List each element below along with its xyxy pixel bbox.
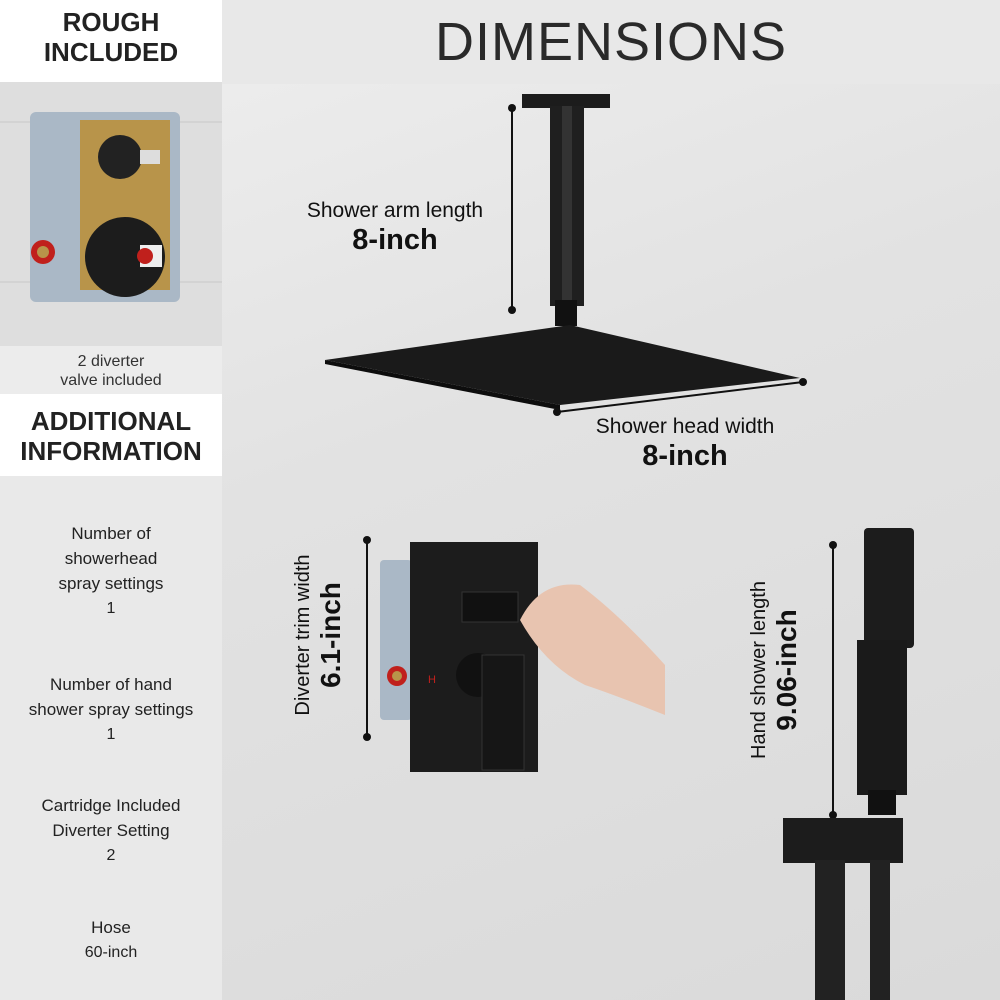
dimension-label: Shower head width <box>595 415 775 438</box>
svg-text:H: H <box>428 674 436 686</box>
heading-line: ADDITIONAL <box>30 406 192 436</box>
page-title: DIMENSIONS <box>222 0 1000 84</box>
caption-line: 2 diverter <box>77 353 145 370</box>
spec-label: Number of hand <box>50 675 172 694</box>
rough-valve-image <box>0 82 222 346</box>
spec-value: 60-inch <box>84 944 138 961</box>
heading-line: INCLUDED <box>43 37 179 67</box>
dimension-value: 9.06-inch <box>771 609 802 731</box>
dimension-value: 6.1-inch <box>315 582 346 688</box>
spec-hose: Hose 60-inch <box>0 915 222 965</box>
spec-label: Cartridge Included <box>41 796 181 815</box>
caption-line: valve included <box>60 372 162 389</box>
info-sidebar: ROUGH INCLUDED 2 diverter valve included… <box>0 0 222 1000</box>
dimension-label: Shower arm length <box>306 199 484 222</box>
heading-line: INFORMATION <box>20 436 202 466</box>
spec-label: showerhead <box>64 549 158 568</box>
spec-showerhead-spray: Number of showerhead spray settings 1 <box>0 521 222 621</box>
heading-line: ROUGH <box>62 7 160 37</box>
spec-label: Diverter Setting <box>52 821 170 840</box>
spec-value: 2 <box>106 847 116 864</box>
spec-label: spray settings <box>58 574 164 593</box>
head-width-label: Shower head width 8-inch <box>570 414 800 472</box>
spec-hand-spray: Number of hand shower spray settings 1 <box>0 672 222 747</box>
dimension-label: Diverter trim width <box>292 554 314 716</box>
spec-label: Hose <box>91 918 131 937</box>
spec-label: shower spray settings <box>28 700 194 719</box>
spec-value: 1 <box>106 600 116 617</box>
spec-value: 1 <box>106 726 116 743</box>
dimension-value: 8-inch <box>352 224 438 256</box>
arm-length-label: Shower arm length 8-inch <box>280 198 510 256</box>
rough-included-heading: ROUGH INCLUDED <box>0 0 222 82</box>
rough-caption: 2 diverter valve included <box>0 346 222 394</box>
trim-width-label: Diverter trim width 6.1-inch <box>290 515 350 755</box>
dimension-value: 8-inch <box>642 440 728 472</box>
spec-label: Number of <box>71 524 151 543</box>
additional-info-heading: ADDITIONAL INFORMATION <box>0 394 222 476</box>
dimension-label: Hand shower length <box>748 581 770 759</box>
spec-diverter: Cartridge Included Diverter Setting 2 <box>0 793 222 868</box>
hand-length-label: Hand shower length 9.06-inch <box>746 550 806 790</box>
